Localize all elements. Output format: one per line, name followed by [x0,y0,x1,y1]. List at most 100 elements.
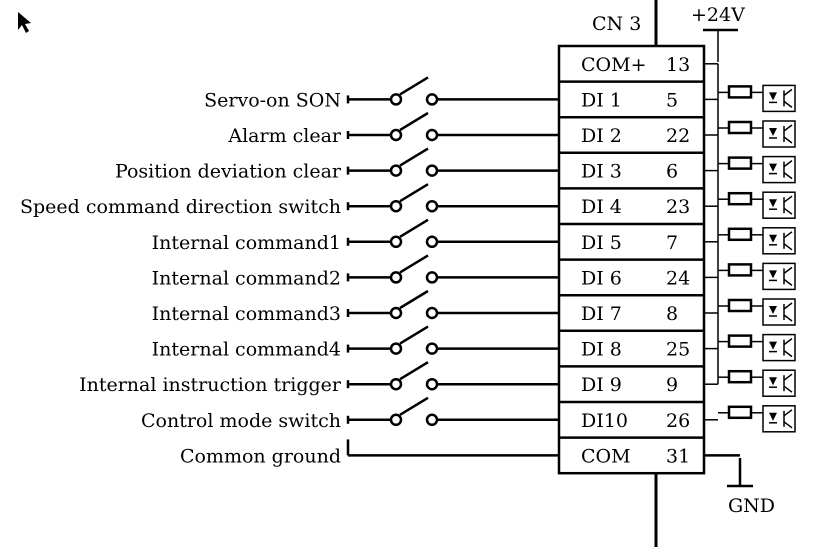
transistor-collector [783,409,793,417]
transistor-collector [783,373,793,381]
switch-contact-icon [425,164,439,177]
input-label: Internal command3 [152,303,341,325]
switch-contact-icon [425,271,439,284]
switch-contact-icon [425,93,439,106]
resistor-icon [727,263,753,277]
supply-label: +24V [691,4,745,26]
resistor-icon [727,298,753,313]
transistor-emitter [783,421,793,429]
switch-contact-icon [389,164,403,177]
transistor-emitter [783,385,793,393]
signal-name: DI 3 [581,161,622,183]
signal-name: DI 2 [581,125,622,147]
transistor-collector [783,124,793,132]
switch-lever-icon [399,289,429,310]
transistor-collector [783,266,793,274]
led-icon [769,306,777,314]
transistor-collector [783,160,793,168]
resistor-icon [727,405,753,420]
led-icon [769,128,777,136]
resistor-icon [727,369,753,384]
switch-contact-icon [425,342,439,355]
resistor-icon [727,191,753,206]
switch-contact-icon [389,413,403,427]
transistor-emitter [783,207,793,215]
optocoupler-icon [762,120,796,148]
switch-lever-icon [399,183,429,203]
input-label: Internal command1 [152,232,341,254]
switch-lever-icon [399,325,429,345]
transistor-emitter [783,314,793,322]
switch-contact-icon [389,306,403,320]
resistor-icon [727,227,753,242]
signal-name: DI 1 [581,89,622,111]
transistor-collector [783,88,793,97]
switch-contact-icon [389,128,403,142]
pin-number: 13 [666,54,690,76]
ground-symbol [727,458,753,488]
led-icon [769,341,777,350]
signal-name: COM+ [581,54,647,76]
signal-name: DI 7 [581,303,622,325]
transistor-emitter [783,172,793,180]
transistor-emitter [783,278,793,286]
transistor-emitter [783,350,793,358]
signal-name: DI 6 [581,267,622,289]
resistor-icon [727,156,753,170]
resistor-icon [727,334,753,348]
pin-number: 31 [666,445,690,467]
pin-number: 24 [666,267,690,289]
switch-contact-icon [389,235,403,249]
optocoupler-icon [762,405,796,433]
input-label: Control mode switch [141,410,341,432]
optocoupler-icon [762,227,796,255]
input-label: Internal instruction trigger [79,374,342,396]
signal-name: COM [581,445,631,467]
led-icon [769,199,777,208]
optocoupler-icon [762,155,796,184]
switch-lever-icon [399,76,429,96]
led-icon [769,234,777,243]
switch-contact-icon [389,377,403,391]
transistor-emitter [783,136,793,144]
signal-name: DI 9 [581,374,622,396]
optocoupler-icon [762,298,796,326]
led-icon [769,412,777,421]
transistor-collector [783,195,793,203]
ground-label: GND [728,495,775,517]
switch-contact-icon [389,93,403,106]
input-label: Speed command direction switch [20,196,341,218]
input-label: Servo-on SON [204,89,341,111]
input-label: Internal command4 [152,339,341,361]
mouse-cursor-icon [18,12,31,33]
switch-contact-icon [425,377,439,391]
led-icon [769,270,777,279]
signal-name: DI 8 [581,339,622,361]
transistor-emitter [783,100,793,109]
led-icon [769,92,777,101]
signal-name: DI 4 [581,196,622,218]
switch-contact-icon [425,413,439,427]
transistor-collector [783,302,793,310]
resistor-icon [727,85,753,99]
switch-lever-icon [399,361,429,381]
switch-lever-icon [399,218,429,238]
resistor-icon [727,120,753,135]
switch-lever-icon [399,111,429,132]
optocoupler-icon [762,84,796,113]
switch-lever-icon [399,147,429,167]
optocoupler-icon [762,262,796,291]
pin-number: 22 [666,125,690,147]
pin-number: 6 [666,161,678,183]
connector-name: CN 3 [592,13,641,35]
transistor-emitter [783,243,793,251]
led-icon [769,163,777,172]
signal-name: DI10 [581,410,628,432]
input-label: Internal command2 [152,267,341,289]
pin-number: 9 [666,374,678,396]
input-label: Alarm clear [227,125,342,147]
pin-number: 23 [666,196,690,218]
signal-name: DI 5 [581,232,622,254]
